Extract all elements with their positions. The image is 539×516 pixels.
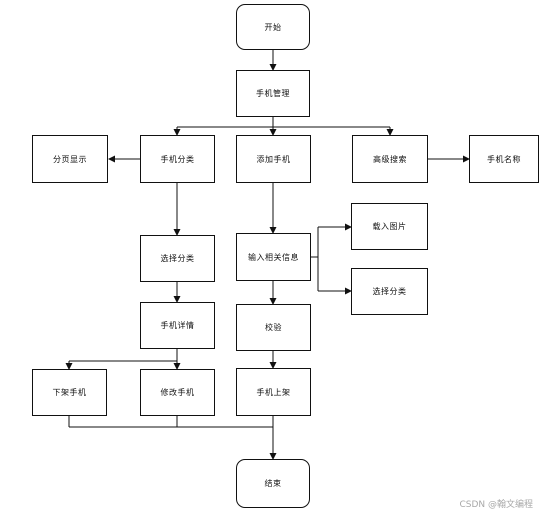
node-edit-phone: 修改手机 — [140, 369, 215, 416]
node-phone-manage: 手机管理 — [236, 70, 310, 117]
watermark: CSDN @翰文编程 — [459, 500, 533, 510]
node-advanced-search: 高级搜索 — [352, 135, 428, 183]
node-select-category-left: 选择分类 — [140, 235, 215, 282]
node-list-phone: 手机上架 — [236, 368, 311, 416]
node-add-phone: 添加手机 — [236, 135, 311, 183]
node-delist-phone: 下架手机 — [32, 369, 107, 416]
node-upload-image: 载入图片 — [351, 203, 428, 250]
node-select-category-right: 选择分类 — [351, 268, 428, 315]
node-page-display: 分页显示 — [32, 135, 108, 183]
node-phone-category: 手机分类 — [140, 135, 215, 183]
node-validate: 校验 — [236, 304, 311, 351]
node-phone-name: 手机名称 — [469, 135, 539, 183]
node-phone-detail: 手机详情 — [140, 302, 215, 349]
node-end: 结束 — [236, 459, 310, 508]
node-enter-info: 输入相关信息 — [236, 233, 311, 281]
node-start: 开始 — [236, 4, 310, 50]
